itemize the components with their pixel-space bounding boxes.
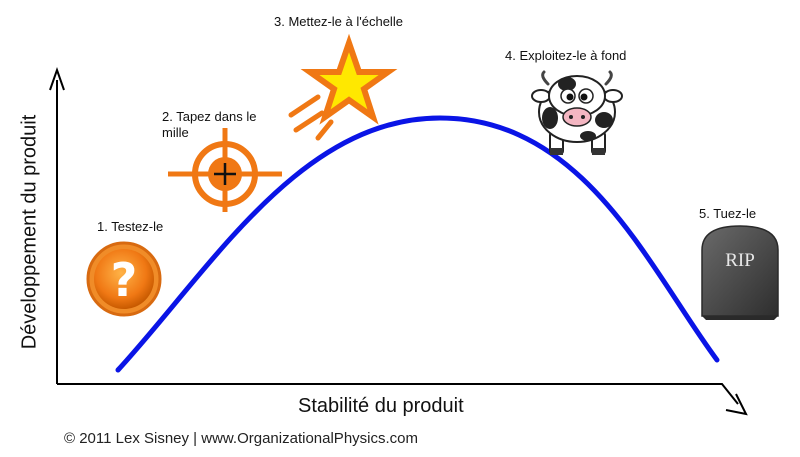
x-axis-label: Stabilité du produit	[298, 395, 464, 417]
stage-2-label-line1: 2. Tapez dans le	[162, 109, 257, 124]
tombstone-icon: RIP	[701, 225, 779, 320]
stage-5-label: 5. Tuez-le	[699, 206, 757, 221]
lifecycle-curve	[115, 115, 720, 373]
stage-3-label: 3. Mettez-le à l'échelle	[274, 14, 403, 29]
stage-4-label: 4. Exploitez-le à fond	[505, 48, 627, 63]
stage-2-label-line2: mille	[162, 125, 189, 140]
star-icon	[288, 33, 398, 141]
stage-1-label: 1. Testez-le	[97, 219, 164, 234]
copyright-footer: © 2011 Lex Sisney | www.OrganizationalPh…	[64, 430, 418, 447]
y-axis	[49, 66, 65, 384]
target-icon	[168, 128, 282, 212]
question-mark-icon: ?	[86, 241, 162, 317]
tombstone-text: RIP	[725, 250, 755, 271]
cow-icon	[531, 70, 623, 155]
y-axis-label: Développement du produit	[18, 114, 41, 350]
x-axis	[57, 383, 748, 416]
svg-text:?: ?	[111, 253, 138, 307]
